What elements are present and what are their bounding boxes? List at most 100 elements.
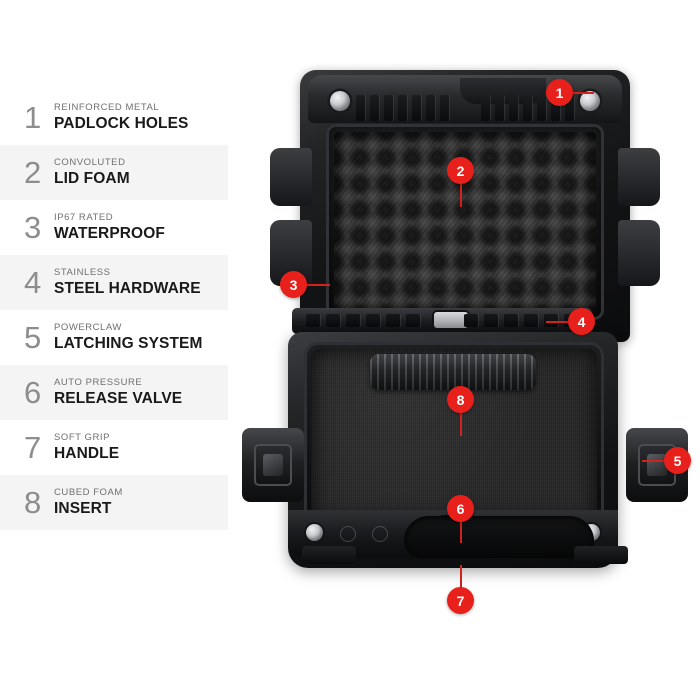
lid-rib — [495, 95, 504, 121]
legend-text-block: CUBED FOAM INSERT — [54, 486, 123, 518]
legend-subtitle: REINFORCED METAL — [54, 101, 160, 113]
hinge-rib — [544, 314, 558, 327]
legend-title: RELEASE VALVE — [54, 389, 183, 407]
legend-subtitle: AUTO PRESSURE — [54, 376, 143, 388]
leader-line-4 — [546, 321, 570, 323]
hinge-rib — [386, 314, 400, 327]
rim-detail-circle — [340, 526, 356, 542]
lid-rib — [412, 95, 421, 121]
lid-rib — [537, 95, 546, 121]
legend-text-block: SOFT GRIP HANDLE — [54, 431, 120, 463]
legend-text-block: STAINLESS STEEL HARDWARE — [54, 266, 201, 298]
hinge-rib — [464, 314, 478, 327]
padlock-hole-left-icon — [330, 91, 350, 111]
case-base — [242, 332, 688, 608]
legend-number: 1 — [24, 100, 42, 135]
leader-line-5 — [642, 460, 666, 462]
legend-subtitle: STAINLESS — [54, 266, 111, 278]
lid-rib — [398, 95, 407, 121]
hinge-rib — [346, 314, 360, 327]
rim-detail-circle — [372, 526, 388, 542]
legend-item-3: 3 IP67 RATED WATERPROOF — [0, 200, 228, 255]
product-photo-hard-case: 1 2 3 4 5 6 7 8 — [228, 40, 700, 640]
legend-subtitle: CUBED FOAM — [54, 486, 123, 498]
lid-rib — [565, 95, 574, 121]
hinge-rib — [326, 314, 340, 327]
hinge-rib — [504, 314, 518, 327]
legend-text-block: AUTO PRESSURE RELEASE VALVE — [54, 376, 183, 408]
base-foot-right — [574, 546, 628, 564]
legend-text-block: REINFORCED METAL PADLOCK HOLES — [54, 101, 189, 133]
leader-line-2 — [460, 183, 462, 207]
lid-rib — [523, 95, 532, 121]
callout-badge-4[interactable]: 4 — [568, 308, 595, 335]
lid-inner-bezel — [326, 124, 604, 320]
legend-item-8: 8 CUBED FOAM INSERT — [0, 475, 228, 530]
lid-rib — [440, 95, 449, 121]
legend-item-5: 5 POWERCLAW LATCHING SYSTEM — [0, 310, 228, 365]
hinge-metal-clip-icon — [434, 312, 468, 328]
legend-number: 3 — [24, 210, 42, 245]
legend-number: 5 — [24, 320, 42, 355]
legend-title: LID FOAM — [54, 169, 130, 187]
legend-item-1: 1 REINFORCED METAL PADLOCK HOLES — [0, 90, 228, 145]
legend-number: 7 — [24, 430, 42, 465]
callout-badge-3[interactable]: 3 — [280, 271, 307, 298]
stainless-steel-hinge-bar — [292, 308, 592, 334]
legend-subtitle: SOFT GRIP — [54, 431, 110, 443]
lid-side-wing-left-upper — [270, 148, 312, 206]
padlock-hole-front-left-icon — [306, 524, 323, 541]
callout-badge-7[interactable]: 7 — [447, 587, 474, 614]
legend-title: WATERPROOF — [54, 224, 165, 242]
legend-title: PADLOCK HOLES — [54, 114, 189, 132]
leader-line-8 — [460, 412, 462, 436]
legend-text-block: CONVOLUTED LID FOAM — [54, 156, 130, 188]
legend-subtitle: IP67 RATED — [54, 211, 114, 223]
handle-recess — [404, 516, 594, 558]
hinge-rib — [484, 314, 498, 327]
callout-badge-6[interactable]: 6 — [447, 495, 474, 522]
callout-badge-8[interactable]: 8 — [447, 386, 474, 413]
hinge-rib — [524, 314, 538, 327]
callout-badge-5[interactable]: 5 — [664, 447, 691, 474]
legend-subtitle: CONVOLUTED — [54, 156, 126, 168]
latch-tab — [263, 454, 283, 476]
base-foot-left — [302, 546, 356, 564]
legend-item-2: 2 CONVOLUTED LID FOAM — [0, 145, 228, 200]
hinge-rib — [406, 314, 420, 327]
leader-line-7 — [460, 565, 462, 589]
legend-title: INSERT — [54, 499, 112, 517]
callout-badge-2[interactable]: 2 — [447, 157, 474, 184]
lid-rib — [356, 95, 365, 121]
lid-rib — [426, 95, 435, 121]
legend-text-block: IP67 RATED WATERPROOF — [54, 211, 165, 243]
base-inner-bezel — [304, 342, 604, 528]
legend-text-block: POWERCLAW LATCHING SYSTEM — [54, 321, 202, 353]
leader-line-6 — [460, 521, 462, 543]
padlock-hole-right-icon — [580, 91, 600, 111]
legend-item-7: 7 SOFT GRIP HANDLE — [0, 420, 228, 475]
legend-item-4: 4 STAINLESS STEEL HARDWARE — [0, 255, 228, 310]
latch-body — [254, 444, 292, 486]
lid-rib — [370, 95, 379, 121]
legend-number: 6 — [24, 375, 42, 410]
legend-title: STEEL HARDWARE — [54, 279, 201, 297]
legend-number: 4 — [24, 265, 42, 300]
legend-number: 2 — [24, 155, 42, 190]
lid-top-rail — [308, 75, 622, 123]
lid-side-wing-right-upper — [618, 148, 660, 206]
lid-rib — [481, 95, 490, 121]
soft-grip-handle — [370, 354, 536, 390]
legend-title: HANDLE — [54, 444, 120, 462]
leader-line-1 — [572, 92, 594, 94]
feature-legend-list: 1 REINFORCED METAL PADLOCK HOLES 2 CONVO… — [0, 90, 228, 530]
leader-line-3 — [306, 284, 330, 286]
legend-item-6: 6 AUTO PRESSURE RELEASE VALVE — [0, 365, 228, 420]
latch-tab — [647, 454, 667, 476]
hinge-rib — [366, 314, 380, 327]
lid-rib — [384, 95, 393, 121]
callout-badge-1[interactable]: 1 — [546, 79, 573, 106]
lid-rib — [551, 95, 560, 121]
legend-subtitle: POWERCLAW — [54, 321, 122, 333]
